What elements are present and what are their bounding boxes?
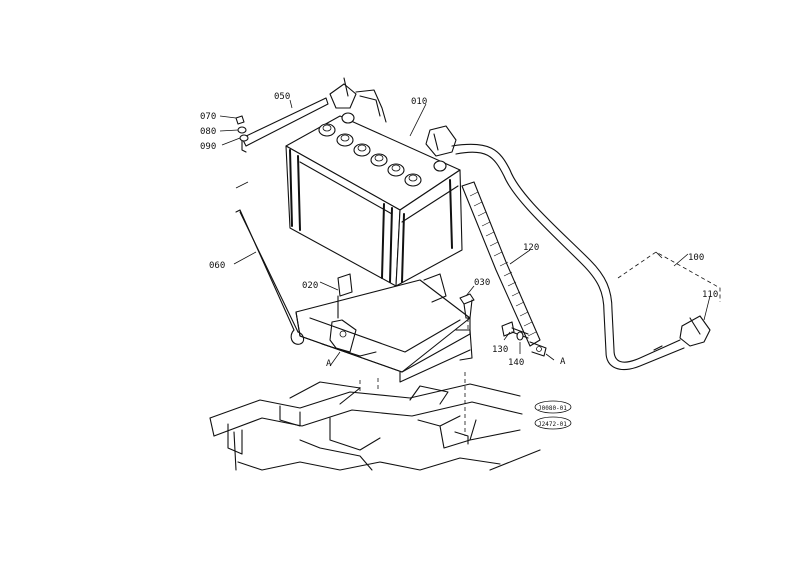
marker-a-right: A: [560, 357, 566, 367]
label-110: 110: [702, 290, 718, 300]
stamp-2: J2472-01: [538, 421, 567, 428]
battery: [285, 77, 463, 287]
label-090: 090: [200, 142, 216, 152]
negative-cable: [451, 143, 721, 370]
label-030: 030: [474, 278, 490, 288]
label-140: 140: [508, 358, 524, 368]
battery-tray: [295, 273, 473, 383]
label-010: 010: [411, 97, 427, 107]
stamp-1: J0080-01: [538, 405, 567, 412]
cell-caps: [318, 123, 422, 187]
label-070: 070: [200, 112, 216, 122]
leader-lines: [219, 99, 711, 367]
hold-down-rod: [235, 181, 305, 345]
ground-strap: [461, 181, 547, 357]
small-hardware: [235, 115, 249, 142]
label-050: 050: [274, 92, 290, 102]
bolt-130-washer-140: [501, 321, 529, 341]
label-100: 100: [688, 253, 704, 263]
hold-down-bar: [241, 97, 329, 153]
callout-labels: 010 020 030 050 060 070 080 090 100 110 …: [200, 92, 718, 369]
marker-a-left: A: [326, 359, 332, 369]
label-080: 080: [200, 127, 216, 137]
label-130: 130: [492, 345, 508, 355]
chassis-frame: [209, 372, 541, 471]
label-060: 060: [209, 261, 225, 271]
reference-stamps: J0080-01 J2472-01: [534, 400, 572, 430]
label-020: 020: [302, 281, 318, 291]
label-120: 120: [523, 243, 539, 253]
